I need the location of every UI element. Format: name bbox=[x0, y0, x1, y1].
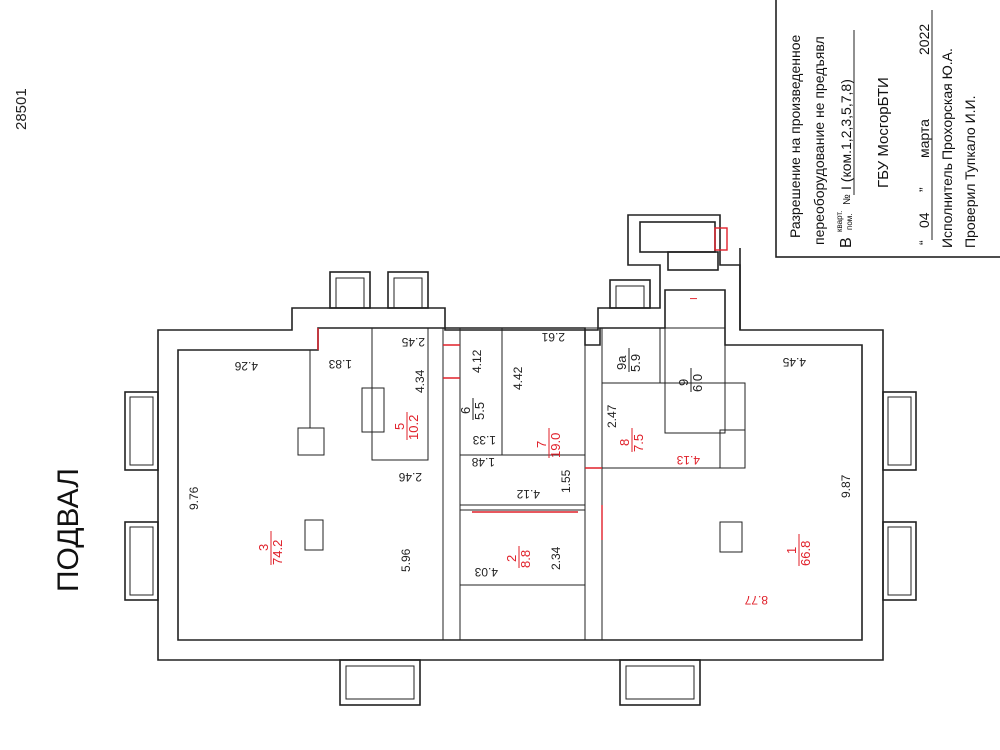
stamp-month: марта bbox=[916, 119, 932, 158]
svg-text:19.0: 19.0 bbox=[548, 433, 563, 458]
stamp-year: 2022 bbox=[916, 24, 932, 55]
dim-4-03: 4.03 bbox=[474, 565, 498, 579]
stamp-executor-label: Исполнитель bbox=[939, 163, 955, 248]
dim-5-96: 5.96 bbox=[399, 548, 413, 572]
sheet-number: 28501 bbox=[13, 88, 30, 130]
dim-4-26: 4.26 bbox=[234, 359, 258, 373]
svg-text:1: 1 bbox=[784, 547, 799, 554]
dim-4-12-a: 4.12 bbox=[470, 349, 484, 373]
stamp-apartment: I (ком.1,2,3,5,7,8) bbox=[838, 79, 854, 190]
stamp-line3-sup: кварт. bbox=[835, 211, 844, 232]
stamp-checker-label: Проверил bbox=[962, 184, 978, 248]
dim-1-83: 1.83 bbox=[328, 357, 352, 371]
dim-1-48: 1.48 bbox=[471, 455, 495, 469]
svg-text:7.5: 7.5 bbox=[631, 434, 646, 452]
stamp-line2: переоборудование не предъявл bbox=[811, 36, 827, 245]
dim-2-34: 2.34 bbox=[549, 546, 563, 570]
stair-mark: I bbox=[689, 297, 700, 300]
dim-2-61: 2.61 bbox=[541, 330, 565, 344]
svg-text:7: 7 bbox=[534, 441, 549, 448]
svg-text:66.8: 66.8 bbox=[798, 541, 813, 566]
svg-text:5: 5 bbox=[392, 423, 407, 430]
stamp-org: ГБУ МосгорБТИ bbox=[875, 77, 892, 188]
svg-text:74.2: 74.2 bbox=[270, 540, 285, 565]
svg-text:8.8: 8.8 bbox=[518, 550, 533, 568]
stamp-executor: Прохорская Ю.А. bbox=[939, 48, 955, 160]
svg-text:10.2: 10.2 bbox=[406, 415, 421, 440]
dim-8-77: 8.77 bbox=[744, 593, 768, 607]
building-walls: I bbox=[124, 214, 917, 706]
dim-9-87: 9.87 bbox=[839, 474, 853, 498]
svg-text:2: 2 bbox=[504, 555, 519, 562]
stamp-line3-prefix: В bbox=[838, 237, 855, 248]
svg-text:6.0: 6.0 bbox=[690, 374, 705, 392]
approval-stamp: Разрешение на произведенное переоборудов… bbox=[775, 0, 1000, 258]
dim-1-55: 1.55 bbox=[559, 469, 573, 493]
dim-2-46: 2.46 bbox=[398, 470, 422, 484]
stamp-day-value: 04 bbox=[916, 212, 932, 228]
svg-text:5.9: 5.9 bbox=[628, 354, 643, 372]
dimension-labels: 4.26 1.83 2.45 4.34 4.12 4.42 2.61 1.33 … bbox=[187, 330, 853, 607]
dim-4-34: 4.34 bbox=[413, 369, 427, 393]
stamp-line3-no: № bbox=[842, 194, 853, 205]
svg-text:3: 3 bbox=[256, 544, 271, 551]
dim-4-42: 4.42 bbox=[511, 366, 525, 390]
dim-4-45: 4.45 bbox=[782, 355, 806, 369]
svg-text:6: 6 bbox=[458, 407, 473, 414]
svg-text:8: 8 bbox=[617, 439, 632, 446]
svg-text:9: 9 bbox=[676, 379, 691, 386]
dim-2-45: 2.45 bbox=[401, 335, 425, 349]
stamp-day-close: ” bbox=[916, 187, 932, 192]
svg-text:9а: 9а bbox=[614, 355, 629, 370]
stamp-day: “ bbox=[916, 240, 932, 245]
svg-text:5.5: 5.5 bbox=[472, 402, 487, 420]
dim-9-76: 9.76 bbox=[187, 486, 201, 510]
stamp-checker: Тупкало И.И. bbox=[962, 96, 978, 180]
stamp-line3-sub: пом. bbox=[845, 213, 854, 230]
stamp-line1: Разрешение на произведенное bbox=[787, 34, 803, 238]
dim-1-33: 1.33 bbox=[472, 433, 496, 447]
dim-2-47: 2.47 bbox=[605, 404, 619, 428]
dim-4-13: 4.13 bbox=[676, 453, 700, 467]
floor-title: ПОДВАЛ bbox=[52, 468, 85, 592]
dim-4-12-b: 4.12 bbox=[516, 487, 540, 501]
